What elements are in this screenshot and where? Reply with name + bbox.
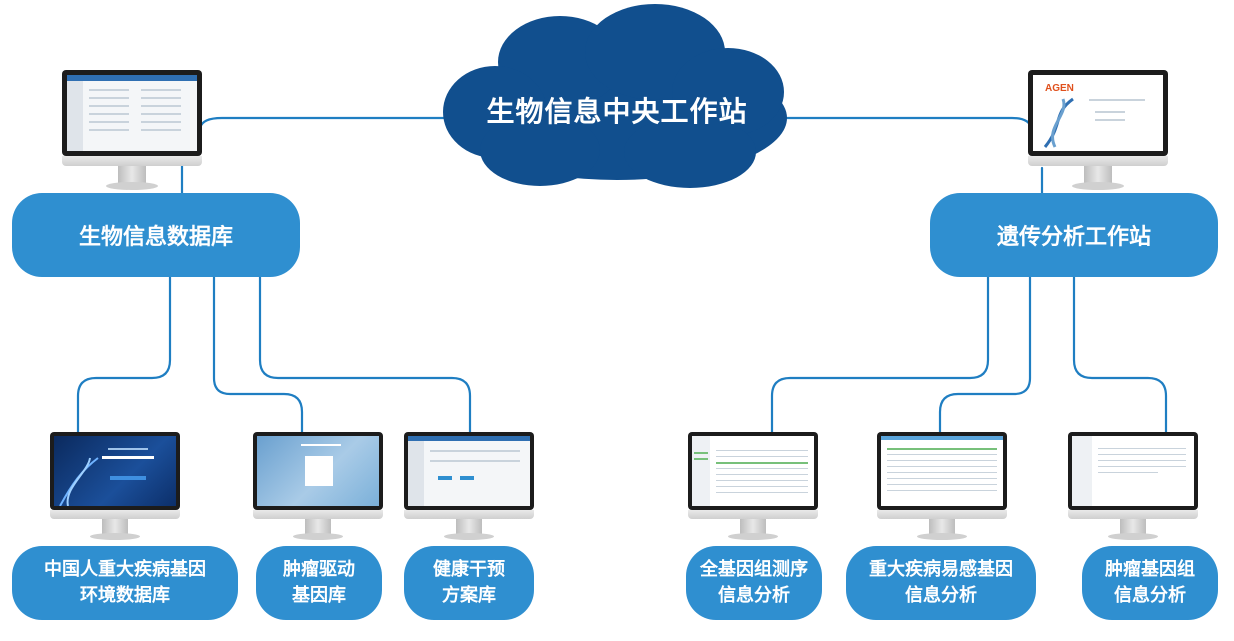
monitor-leaf-right-2	[877, 432, 1007, 544]
connector-left-leaf-3	[258, 274, 472, 434]
hub-label: 生物信息数据库	[78, 225, 233, 250]
monitor-screen	[408, 436, 530, 506]
hub-genetic-workstation: 遗传分析工作站	[930, 193, 1218, 277]
leaf-tumor-genome-analysis: 肿瘤基因组 信息分析	[1082, 546, 1218, 620]
connector-cloud-left	[198, 116, 447, 132]
connector-left-leaf-2	[212, 274, 304, 434]
monitor-bio-database	[62, 70, 202, 195]
leaf-label-line2: 信息分析	[718, 585, 790, 606]
leaf-label-line2: 信息分析	[1114, 585, 1186, 606]
monitor-screen	[881, 436, 1003, 506]
leaf-disease-susceptibility-analysis: 重大疾病易感基因 信息分析	[846, 546, 1036, 620]
leaf-label-line2: 信息分析	[905, 585, 977, 606]
leaf-wgs-analysis: 全基因组测序 信息分析	[686, 546, 822, 620]
monitor-screen	[692, 436, 814, 506]
leaf-label-line1: 肿瘤基因组	[1105, 559, 1195, 580]
connector-right-leaf-3	[1072, 274, 1168, 434]
leaf-label-line2: 基因库	[292, 585, 346, 606]
connector-left-leaf-1	[76, 274, 172, 434]
leaf-tumor-driver-gene-db: 肿瘤驱动 基因库	[256, 546, 382, 620]
monitor-leaf-left-1	[50, 432, 180, 544]
monitor-screen: AGEN	[1033, 75, 1163, 151]
agen-logo: AGEN	[1045, 83, 1074, 94]
monitor-leaf-left-3	[404, 432, 534, 544]
connector-right-leaf-1	[770, 274, 990, 434]
dna-graphic	[1043, 97, 1074, 148]
leaf-label-line1: 全基因组测序	[700, 559, 808, 580]
leaf-label-line2: 方案库	[442, 585, 496, 606]
leaf-disease-gene-env-db: 中国人重大疾病基因 环境数据库	[12, 546, 238, 620]
cloud-title: 生物信息中央工作站	[486, 95, 748, 128]
monitor-screen	[257, 436, 379, 506]
cloud-shape	[443, 4, 787, 188]
monitor-leaf-left-2	[253, 432, 383, 544]
leaf-label-line1: 重大疾病易感基因	[869, 559, 1013, 580]
monitor-screen	[54, 436, 176, 506]
leaf-label-line1: 中国人重大疾病基因	[44, 559, 206, 580]
monitor-leaf-right-3	[1068, 432, 1198, 544]
monitor-leaf-right-1	[688, 432, 818, 544]
leaf-label-line1: 肿瘤驱动	[283, 559, 355, 580]
hub-bio-database: 生物信息数据库	[12, 193, 300, 277]
monitor-genetic-workstation: AGEN	[1028, 70, 1168, 195]
leaf-label-line2: 环境数据库	[80, 585, 170, 606]
hub-label: 遗传分析工作站	[996, 225, 1151, 250]
monitor-screen	[67, 75, 197, 151]
monitor-screen	[1072, 436, 1194, 506]
leaf-label-line1: 健康干预	[433, 559, 505, 580]
connector-cloud-right	[778, 116, 1034, 134]
connector-right-leaf-2	[938, 274, 1032, 434]
leaf-health-intervention-db: 健康干预 方案库	[404, 546, 534, 620]
